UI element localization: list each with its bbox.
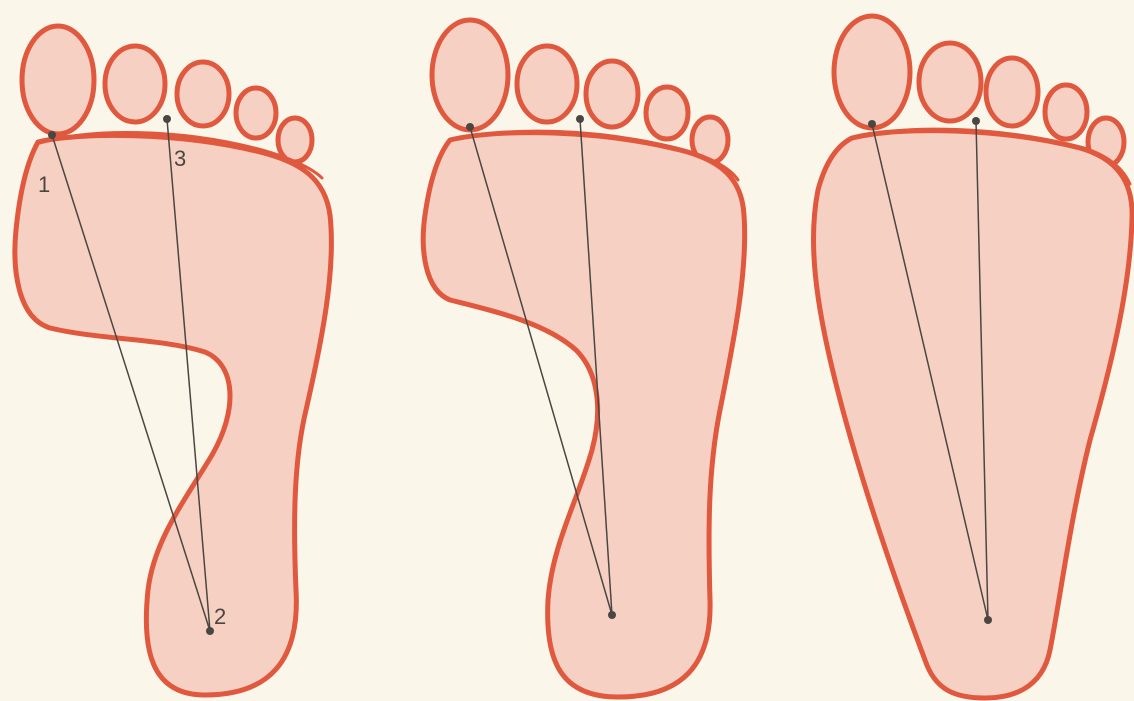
point-3 (163, 115, 171, 123)
fourth-toe (236, 88, 276, 138)
second-toe (105, 46, 165, 122)
point-1-label: 1 (38, 172, 50, 197)
point-3 (576, 115, 584, 123)
point-2-label: 2 (214, 604, 226, 629)
third-toe (586, 61, 638, 127)
second-toe (517, 46, 577, 122)
fourth-toe (1045, 85, 1087, 139)
sole-outline (423, 133, 744, 697)
sole-outline (15, 135, 332, 695)
second-toe (919, 43, 981, 121)
point-1 (48, 131, 56, 139)
footprint-high-arch: 1 3 2 (15, 26, 332, 695)
point-2 (206, 627, 214, 635)
point-2 (984, 616, 992, 624)
footprint-flat-foot (813, 16, 1132, 698)
third-toe (986, 58, 1038, 126)
point-1 (868, 120, 876, 128)
point-3-label: 3 (174, 146, 186, 171)
footprint-normal-arch (423, 20, 744, 697)
big-toe (432, 20, 508, 130)
big-toe (834, 16, 910, 128)
point-2 (608, 611, 616, 619)
fourth-toe (646, 87, 688, 139)
third-toe (177, 62, 229, 126)
point-3 (972, 117, 980, 125)
big-toe (22, 26, 94, 134)
sole-outline (813, 131, 1132, 698)
point-1 (466, 123, 474, 131)
